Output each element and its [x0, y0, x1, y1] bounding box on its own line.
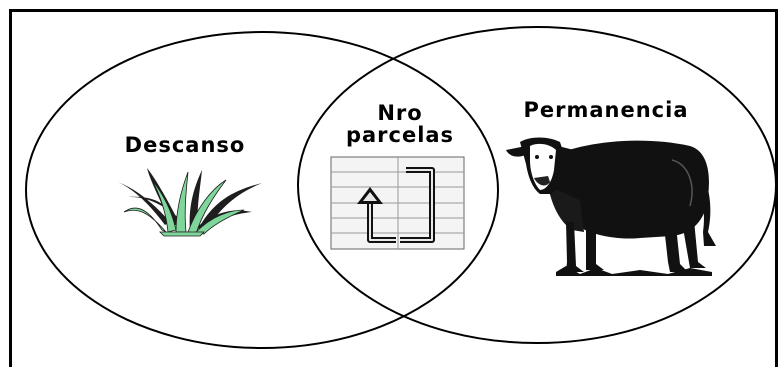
right-circle — [297, 26, 777, 344]
left-label: Descanso — [125, 133, 246, 157]
right-label: Permanencia — [523, 98, 688, 122]
center-label-line2: parcelas — [346, 123, 454, 147]
center-label-line1: Nro — [377, 101, 422, 125]
cow-icon — [506, 137, 716, 276]
grass-icon — [118, 168, 262, 237]
left-circle — [25, 31, 499, 349]
paddock-rotation-icon — [330, 156, 465, 250]
